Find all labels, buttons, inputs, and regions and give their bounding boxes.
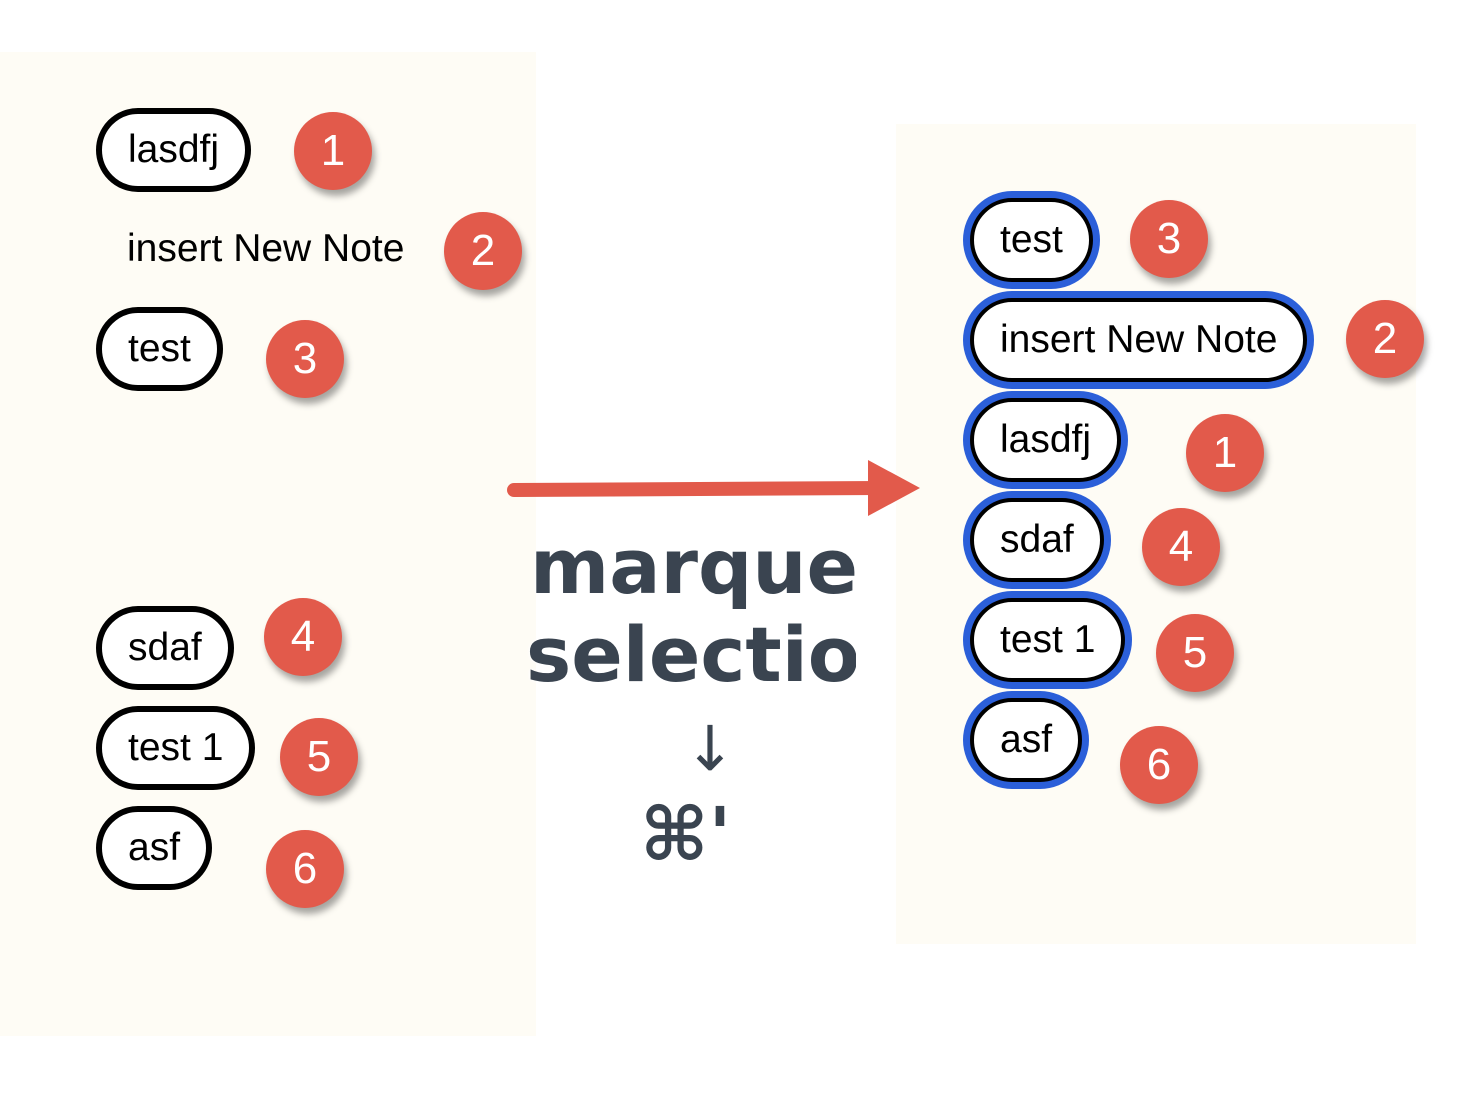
selected-note-node[interactable]: lasdfj [970,398,1122,482]
note-label: test [128,327,191,370]
selected-note-node[interactable]: test [970,198,1093,282]
keyboard-shortcut: ⌘' [640,792,732,878]
order-badge: 6 [1120,726,1198,804]
order-badge: 1 [1186,414,1264,492]
order-badge: 3 [1130,200,1208,278]
note-label: insert New Note [1000,318,1278,361]
selected-note-node[interactable]: asf [970,698,1083,782]
note-label: asf [1000,718,1053,761]
note-label: lasdfj [1000,418,1092,461]
order-badge: 3 [266,320,344,398]
order-badge: 6 [266,830,344,908]
order-badge: 4 [264,598,342,676]
selected-note-node[interactable]: insert New Note [970,298,1308,382]
order-badge: 1 [294,112,372,190]
order-badge: 5 [280,718,358,796]
caption-line-2: selection [526,612,856,698]
note-node[interactable]: sdaf [96,606,234,690]
note-node[interactable]: asf [96,806,213,890]
selected-note-node[interactable]: sdaf [970,498,1104,582]
note-label: lasdfj [128,128,220,171]
note-node[interactable]: test [96,307,223,391]
note-label: asf [128,826,181,869]
down-arrow-icon: ↓ [684,712,736,785]
order-badge: 2 [444,212,522,290]
order-badge: 5 [1156,614,1234,692]
order-badge: 4 [1142,508,1220,586]
note-label: sdaf [128,626,202,669]
selected-note-node[interactable]: test 1 [970,598,1126,682]
note-node[interactable]: insert New Note [127,207,404,291]
note-label: insert New Note [127,227,405,270]
note-label: sdaf [1000,518,1074,561]
order-badge: 2 [1346,300,1424,378]
caption-line-1: marquee [530,524,860,610]
note-label: test [1000,218,1063,261]
note-label: test 1 [128,726,224,769]
note-label: test 1 [1000,618,1096,661]
note-node[interactable]: test 1 [96,706,256,790]
note-node[interactable]: lasdfj [96,108,252,192]
